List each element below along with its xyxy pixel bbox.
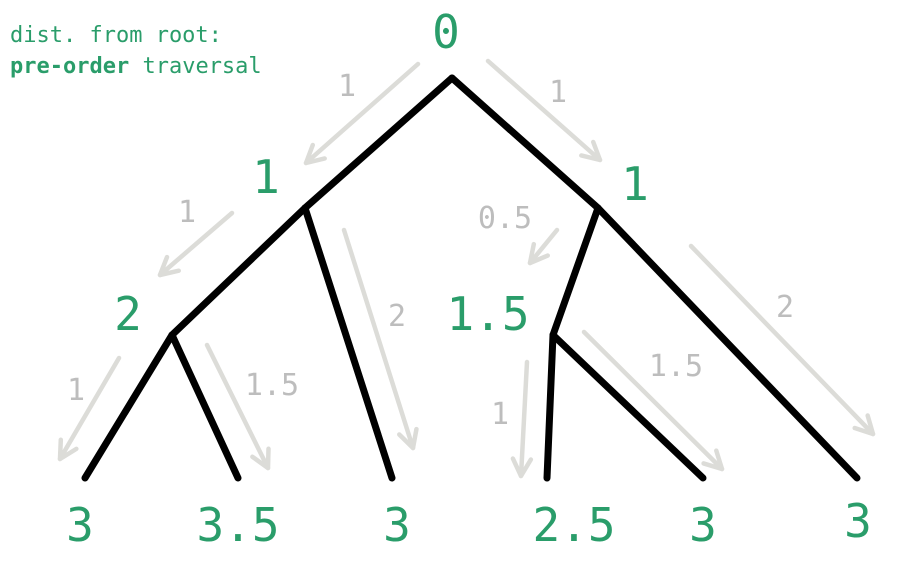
node-label-leaf6: 3 bbox=[844, 494, 872, 548]
caption-line-1: dist. from root: bbox=[10, 23, 222, 48]
edge-length-label-d-leaf5: 1.5 bbox=[649, 349, 703, 384]
arrow-head bbox=[57, 437, 79, 462]
arrow-shaft bbox=[303, 61, 421, 166]
edge-length-label-b-d: 0.5 bbox=[478, 201, 532, 236]
arrow-shaft bbox=[57, 355, 122, 462]
tree-edge-root-a bbox=[301, 74, 456, 212]
arrow-head bbox=[250, 446, 271, 471]
traversal-arrow-c-leaf1 bbox=[57, 355, 122, 462]
node-label-a: 1 bbox=[252, 150, 280, 204]
traversal-arrow-root-b bbox=[485, 58, 603, 163]
tree-edge-root-b bbox=[448, 74, 602, 212]
arrow-shaft bbox=[341, 227, 416, 451]
arrow-head bbox=[303, 142, 327, 166]
caption: dist. from root: pre-order traversal bbox=[10, 20, 262, 82]
node-label-leaf2: 3.5 bbox=[196, 498, 279, 552]
traversal-arrows bbox=[57, 58, 876, 479]
node-label-root: 0 bbox=[432, 5, 460, 59]
arrow-head bbox=[527, 241, 550, 266]
arrow-shaft bbox=[485, 58, 603, 163]
node-label-b: 1 bbox=[621, 157, 649, 211]
arrow-shaft bbox=[157, 210, 235, 278]
node-label-c: 2 bbox=[114, 287, 142, 341]
arrow-shaft bbox=[527, 227, 560, 266]
arrow-head bbox=[852, 413, 876, 437]
tree-edge-c-leaf1 bbox=[81, 331, 176, 482]
arrow-shaft bbox=[518, 359, 530, 479]
node-label-d: 1.5 bbox=[446, 287, 529, 341]
arrow-shaft bbox=[204, 342, 271, 471]
arrow-head bbox=[701, 448, 725, 472]
tree-edge-d-leaf5 bbox=[549, 331, 707, 482]
edge-length-label-d-leaf4: 1 bbox=[491, 397, 509, 432]
edge-length-label-root-b: 1 bbox=[549, 75, 567, 110]
traversal-arrow-b-d bbox=[527, 227, 560, 266]
traversal-arrow-a-c bbox=[157, 210, 235, 278]
tree-edge-a-leaf3 bbox=[301, 204, 396, 482]
node-label-leaf5: 3 bbox=[689, 498, 717, 552]
arrow-head bbox=[510, 456, 534, 479]
tree-edge-b-leaf6 bbox=[594, 204, 861, 482]
traversal-arrow-a-leaf3 bbox=[341, 227, 419, 451]
tree-edges bbox=[81, 74, 861, 482]
arrow-shaft bbox=[581, 329, 725, 472]
caption-bold-word: pre-order bbox=[10, 54, 130, 79]
edge-length-label-root-a: 1 bbox=[338, 69, 356, 104]
traversal-arrow-d-leaf4 bbox=[510, 359, 534, 479]
tree-edge-a-c bbox=[168, 204, 309, 339]
arrow-head bbox=[157, 254, 182, 278]
node-label-leaf3: 3 bbox=[383, 498, 411, 552]
arrow-head bbox=[579, 139, 603, 163]
traversal-arrow-c-leaf2 bbox=[204, 342, 271, 471]
tree-edge-b-d bbox=[549, 204, 602, 339]
edge-length-label-c-leaf2: 1.5 bbox=[245, 368, 299, 403]
tree-edge-d-leaf4 bbox=[543, 331, 557, 482]
arrow-head bbox=[397, 426, 419, 451]
caption-line-2-rest: traversal bbox=[129, 54, 262, 79]
traversal-arrow-d-leaf5 bbox=[581, 329, 725, 472]
edge-length-label-a-leaf3: 2 bbox=[388, 299, 406, 334]
arrow-shaft bbox=[688, 243, 876, 437]
node-label-leaf1: 3 bbox=[66, 498, 94, 552]
traversal-arrow-root-a bbox=[303, 61, 421, 166]
edge-length-label-c-leaf1: 1 bbox=[67, 373, 85, 408]
tree-edge-c-leaf2 bbox=[168, 331, 242, 482]
edge-length-label-a-c: 1 bbox=[178, 195, 196, 230]
edge-length-label-b-leaf6: 2 bbox=[776, 290, 794, 325]
node-label-leaf4: 2.5 bbox=[532, 498, 615, 552]
traversal-arrow-b-leaf6 bbox=[688, 243, 876, 437]
